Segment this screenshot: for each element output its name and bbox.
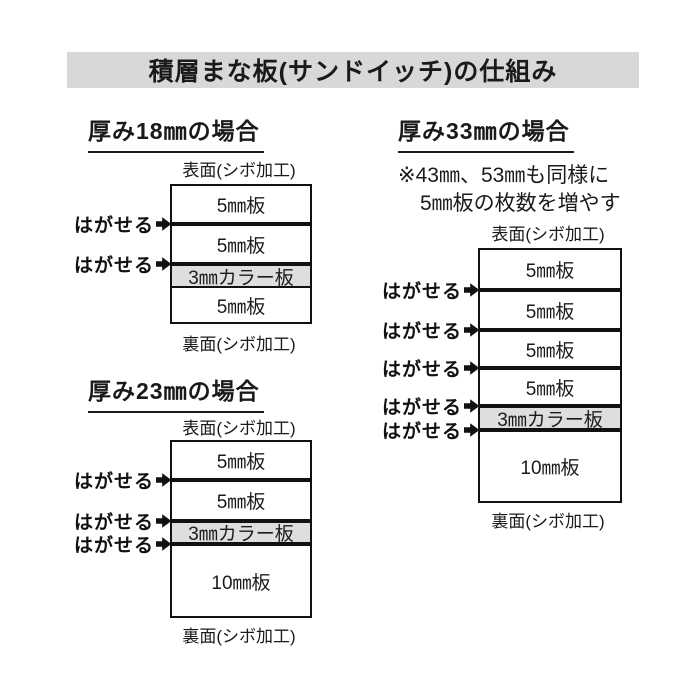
layer-10mm-board: 10㎜板 (480, 428, 620, 501)
peel-arrow-icon (464, 323, 480, 337)
layer-label: 5㎜板 (525, 340, 575, 362)
peel-label: はがせる (382, 417, 480, 444)
note-text: ※43㎜、53㎜も同様に 5㎜板の枚数を増やす (398, 162, 621, 218)
peel-label: はがせる (382, 355, 480, 382)
back-label: 裏面(シボ加工) (182, 335, 296, 354)
peel-label: はがせる (74, 211, 172, 238)
peel-label: はがせる (74, 251, 172, 278)
peel-text: はがせる (381, 281, 462, 303)
layer-label: 3㎜カラー板 (188, 267, 294, 289)
surface-label: 表面(シボ加工) (182, 419, 296, 438)
diagram-33mm: 厚み33㎜の場合 ※43㎜、53㎜も同様に 5㎜板の枚数を増やす 表面(シボ加工… (382, 112, 640, 552)
peel-text: はがせる (73, 255, 154, 277)
peel-arrow-icon (156, 473, 172, 487)
peel-arrow-icon (464, 283, 480, 297)
peel-arrow-icon (464, 361, 480, 375)
peel-arrow-icon (464, 423, 480, 437)
layer-label: 5㎜板 (216, 296, 266, 318)
layer-5mm-board: 5㎜板 (172, 442, 310, 478)
page-title: 積層まな板(サンドイッチ)の仕組み (148, 58, 558, 86)
peel-arrow-icon (156, 257, 172, 271)
peel-text: はがせる (73, 512, 154, 534)
layer-label: 5㎜板 (525, 260, 575, 282)
layer-label: 5㎜板 (525, 378, 575, 400)
layer-10mm-board: 10㎜板 (172, 542, 310, 616)
layer-5mm-board: 5㎜板 (172, 222, 310, 262)
peel-text: はがせる (73, 471, 154, 493)
layer-label: 5㎜板 (216, 492, 266, 513)
note-line: 5㎜板の枚数を増やす (420, 192, 621, 215)
peel-arrow-icon (156, 537, 172, 551)
surface-label: 表面(シボ加工) (182, 161, 296, 180)
diagram-heading: 厚み33㎜の場合 (398, 112, 574, 153)
peel-text: はがせる (381, 421, 462, 443)
layer-label: 10㎜板 (211, 572, 271, 594)
peel-text: はがせる (381, 359, 462, 381)
back-label: 裏面(シボ加工) (491, 512, 605, 531)
peel-arrow-icon (464, 399, 480, 413)
layer-label: 3㎜カラー板 (188, 524, 294, 545)
layer-label: 5㎜板 (216, 451, 266, 473)
peel-label: はがせる (382, 317, 480, 344)
peel-label: はがせる (382, 277, 480, 304)
diagram-heading: 厚み23㎜の場合 (88, 372, 264, 413)
peel-label: はがせる (382, 393, 480, 420)
back-label: 裏面(シボ加工) (182, 627, 296, 646)
peel-text: はがせる (381, 397, 462, 419)
peel-text: はがせる (73, 535, 154, 557)
layer-5mm-board: 5㎜板 (480, 366, 620, 404)
peel-label: はがせる (74, 467, 172, 494)
diagram-heading: 厚み18㎜の場合 (88, 112, 264, 153)
surface-label: 表面(シボ加工) (491, 225, 605, 244)
title-banner: 積層まな板(サンドイッチ)の仕組み (67, 52, 639, 88)
peel-arrow-icon (156, 217, 172, 231)
peel-arrow-icon (156, 514, 172, 528)
layer-5mm-board: 5㎜板 (172, 478, 310, 519)
peel-text: はがせる (73, 215, 154, 237)
note-line: ※43㎜、53㎜も同様に (398, 164, 610, 187)
layer-3mm-color-board: 3㎜カラー板 (480, 404, 620, 431)
layer-5mm-board: 5㎜板 (172, 286, 310, 322)
layer-5mm-board: 5㎜板 (480, 288, 620, 328)
peel-label: はがせる (74, 508, 172, 535)
layer-label: 3㎜カラー板 (497, 409, 603, 431)
layer-5mm-board: 5㎜板 (480, 328, 620, 366)
layer-5mm-board: 5㎜板 (172, 186, 310, 222)
layer-5mm-board: 5㎜板 (480, 250, 620, 288)
layer-3mm-color-board: 3㎜カラー板 (172, 262, 310, 289)
layer-label: 5㎜板 (525, 301, 575, 323)
peel-label: はがせる (74, 531, 172, 558)
layer-label: 5㎜板 (216, 235, 266, 257)
layer-3mm-color-board: 3㎜カラー板 (172, 519, 310, 545)
layer-label: 10㎜板 (520, 458, 580, 479)
layer-label: 5㎜板 (216, 195, 266, 217)
peel-text: はがせる (381, 321, 462, 343)
